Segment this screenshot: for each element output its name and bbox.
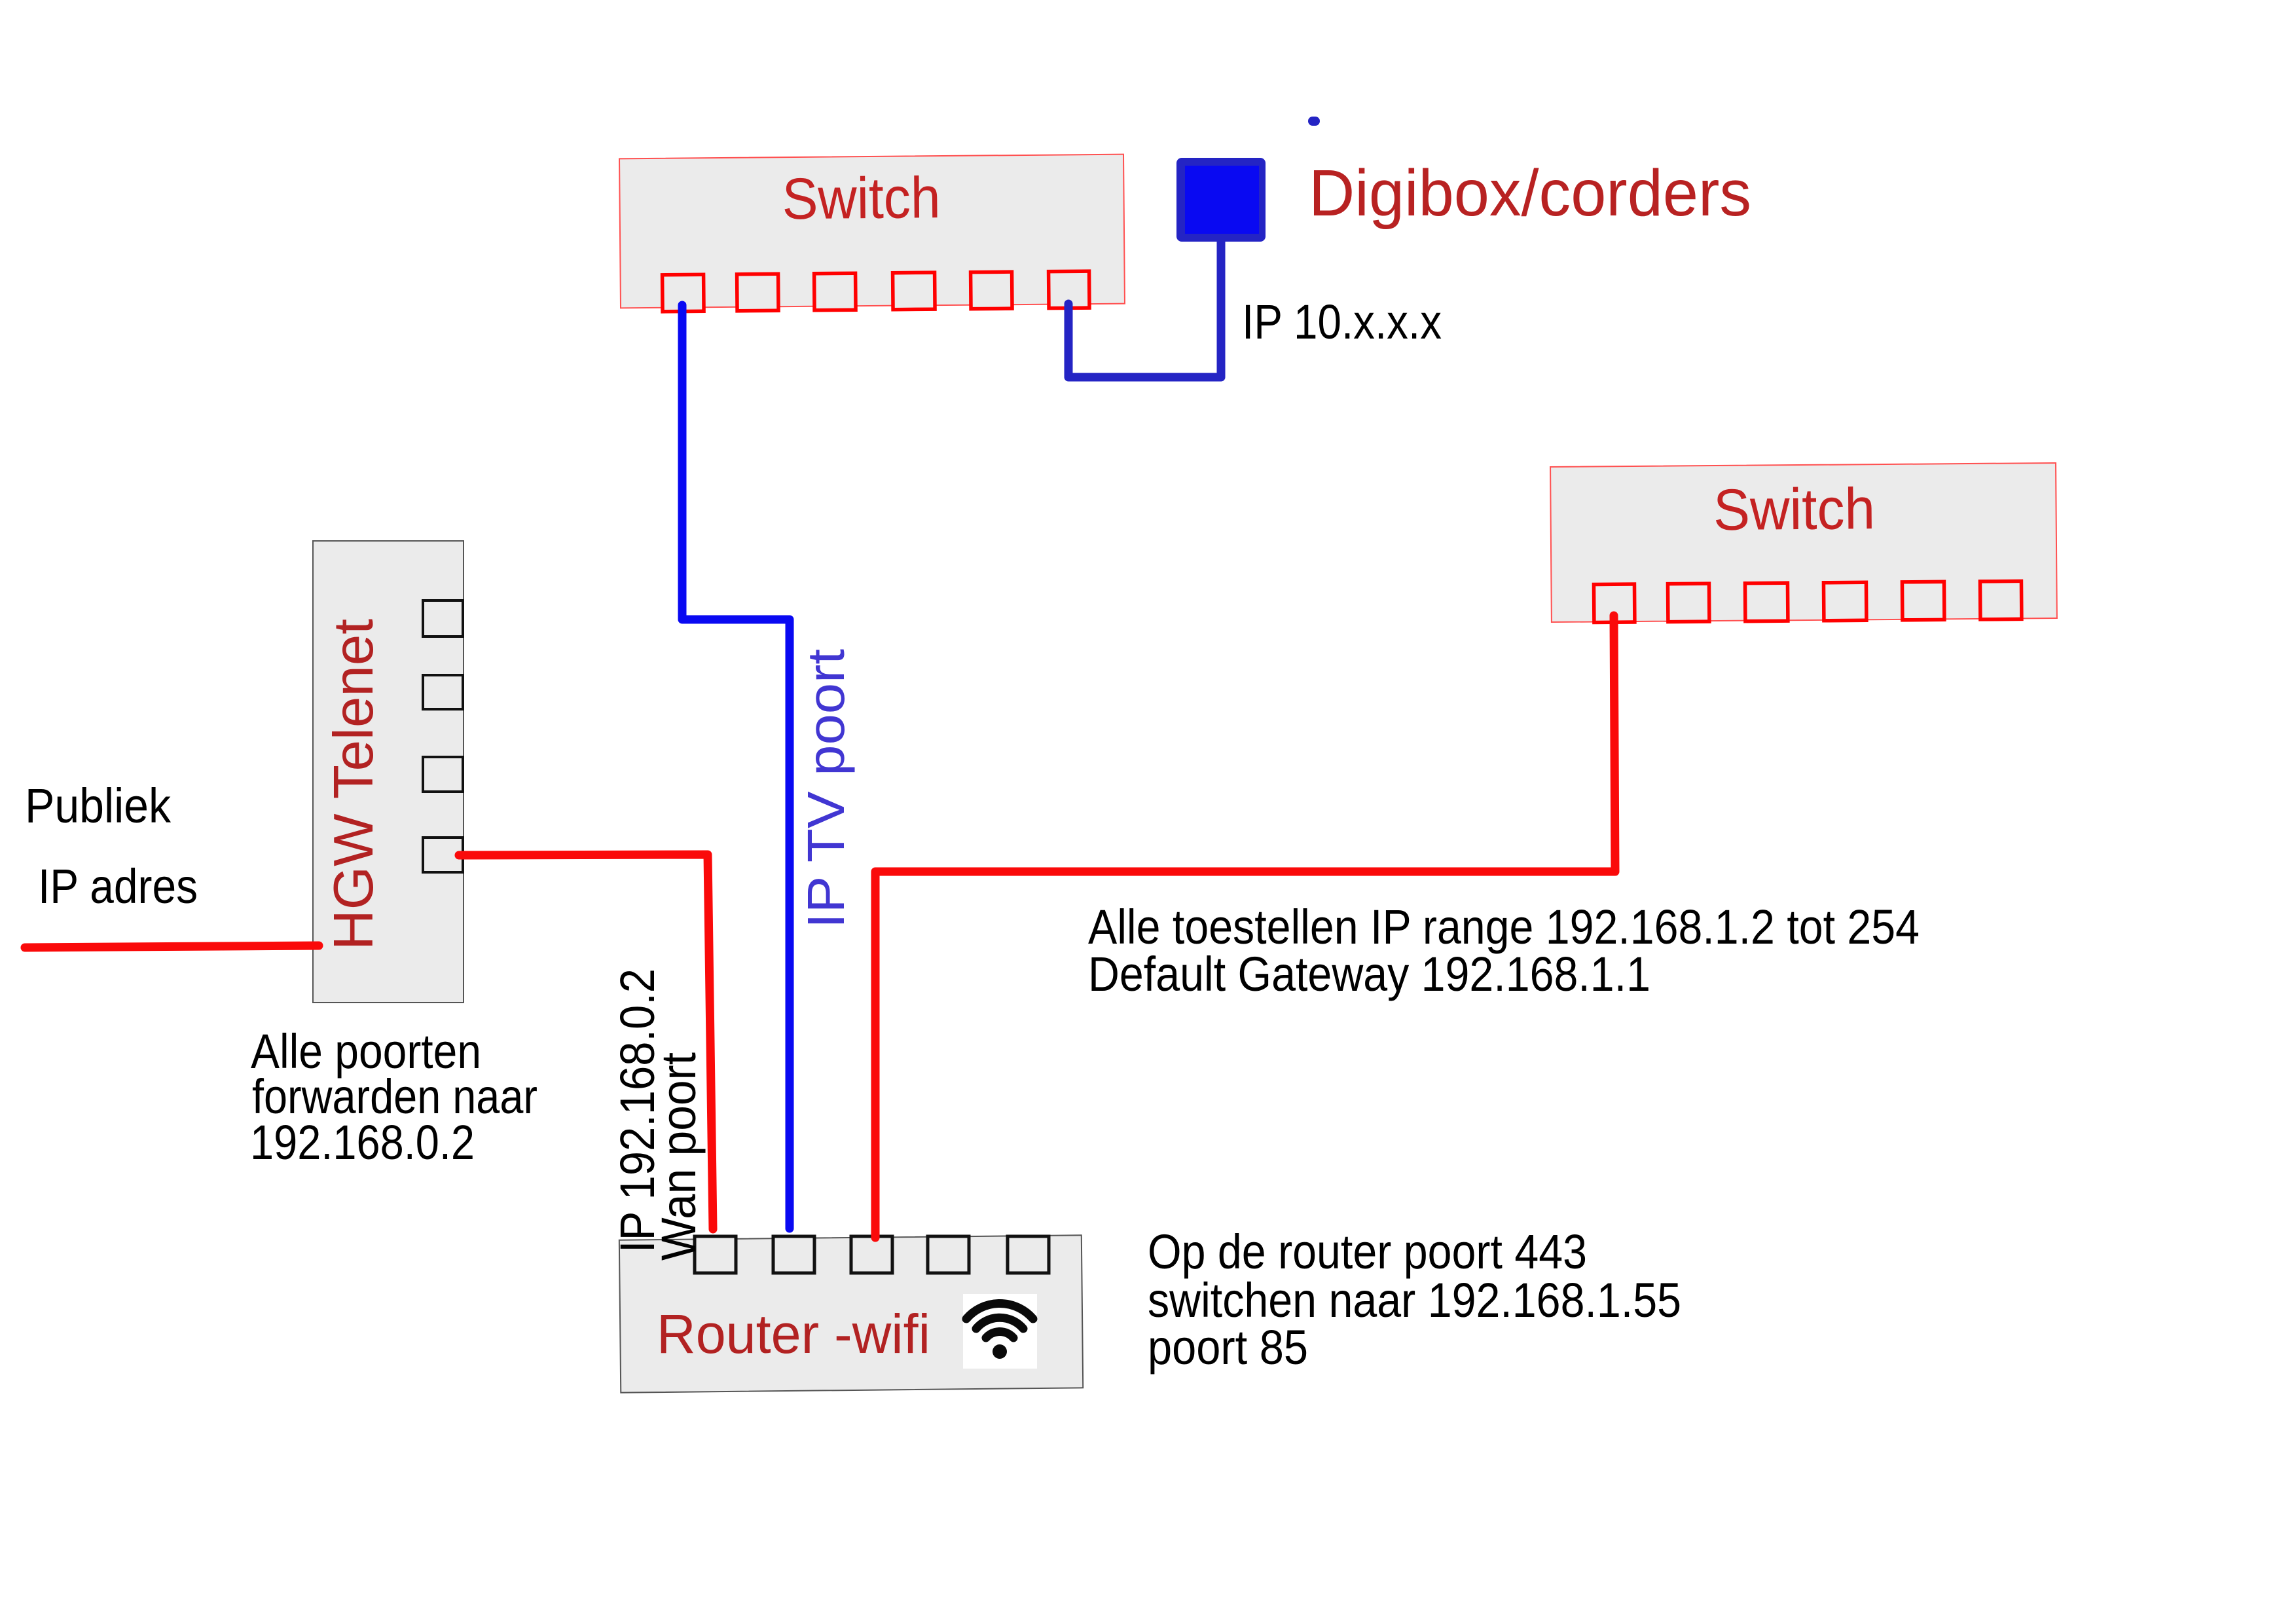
svg-text:forwarden naar: forwarden naar: [252, 1069, 538, 1124]
svg-text:poort 85: poort 85: [1148, 1320, 1308, 1375]
svg-text:IP 10.x.x.x: IP 10.x.x.x: [1242, 295, 1442, 349]
svg-text:Wan poort: Wan poort: [651, 1052, 706, 1261]
svg-text:IP adres: IP adres: [38, 859, 198, 913]
svg-text:Switch: Switch: [782, 164, 941, 231]
svg-text:Router -wifi: Router -wifi: [657, 1303, 930, 1365]
svg-text:Switch: Switch: [1713, 475, 1876, 542]
svg-text:Default Gateway 192.168.1.1: Default Gateway 192.168.1.1: [1088, 947, 1650, 1001]
svg-text:switchen naar 192.168.1.55: switchen naar 192.168.1.55: [1148, 1273, 1681, 1327]
svg-text:IP TV poort: IP TV poort: [797, 649, 855, 929]
svg-text:Digibox/corders: Digibox/corders: [1309, 157, 1751, 230]
svg-text:IP 192.168.0.2: IP 192.168.0.2: [610, 969, 665, 1253]
svg-text:Op de router poort 443: Op de router poort 443: [1148, 1225, 1587, 1279]
svg-text:Alle toestellen IP range 192.1: Alle toestellen IP range 192.168.1.2 tot…: [1088, 900, 1920, 954]
svg-text:Publiek: Publiek: [25, 779, 172, 833]
svg-text:192.168.0.2: 192.168.0.2: [250, 1115, 475, 1170]
svg-text:Alle poorten: Alle poorten: [251, 1024, 481, 1079]
svg-text:HGW Telenet: HGW Telenet: [323, 619, 385, 950]
